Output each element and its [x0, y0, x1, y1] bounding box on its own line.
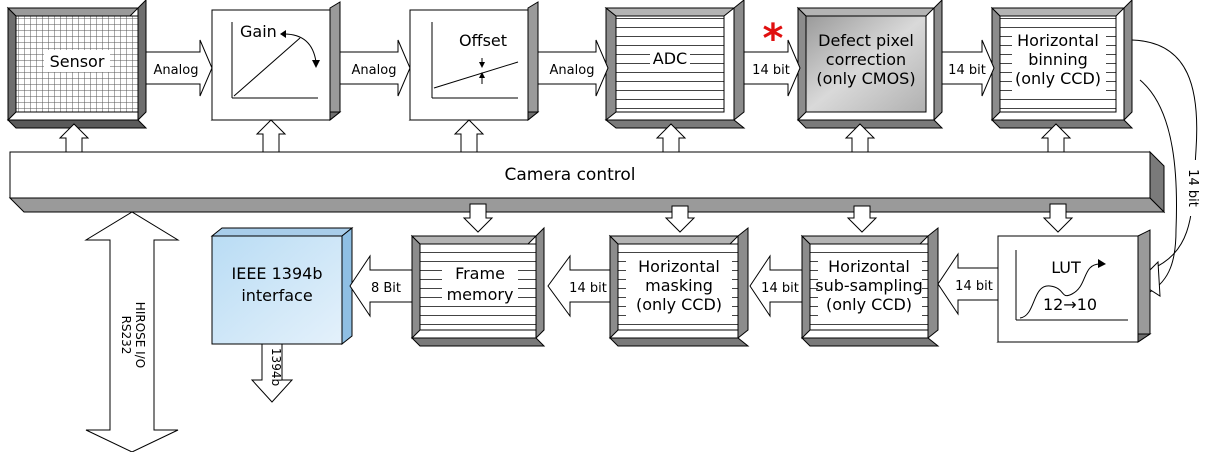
lut-conversion-label: 12→10	[1043, 295, 1097, 314]
horizontal-masking-block: Horizontal masking (only CCD)	[608, 226, 750, 347]
analog-label-3: Analog	[550, 63, 595, 78]
bit-label-defect: 14 bit	[948, 63, 986, 78]
arrow-sensor-gain: Analog	[145, 39, 213, 97]
ieee-line-1: IEEE 1394b	[231, 264, 322, 283]
hbinning-line-2: binning	[1028, 50, 1088, 69]
ieee-1394b-interface-block: IEEE 1394b interface	[210, 226, 354, 346]
asterisk-marker: *	[763, 16, 784, 62]
hmask-line-1: Horizontal	[638, 257, 720, 276]
bit-label-sub: 14 bit	[761, 281, 799, 296]
lut-block: LUT 12→10	[996, 229, 1152, 343]
hsub-line-1: Horizontal	[828, 257, 910, 276]
hsub-line-3: (only CCD)	[826, 295, 912, 314]
hsub-line-2: sub-sampling	[815, 276, 922, 295]
bit-label-adc: 14 bit	[752, 63, 790, 78]
frame-line-2: memory	[447, 285, 514, 304]
defect-line-1: Defect pixel	[818, 31, 914, 50]
gain-label: Gain	[240, 22, 277, 41]
hmask-line-3: (only CCD)	[636, 295, 722, 314]
analog-label-1: Analog	[154, 63, 199, 78]
camera-control-bar: Camera control	[8, 150, 1166, 214]
bit-label-mask: 14 bit	[569, 281, 607, 296]
lut-label: LUT	[1051, 258, 1081, 277]
horizontal-subsampling-block: Horizontal sub-sampling (only CCD)	[800, 226, 940, 347]
camera-control-label: Camera control	[504, 165, 635, 185]
output-1394b-label: 1394b	[269, 348, 283, 386]
gain-block: Gain	[210, 1, 342, 122]
defect-line-3: (only CMOS)	[816, 69, 915, 88]
adc-label: ADC	[653, 49, 687, 68]
ieee-output-arrow: 1394b	[250, 343, 294, 403]
arrow-frame-ieee: 8 Bit	[349, 254, 413, 318]
arrow-lut-sub: 14 bit	[937, 252, 999, 316]
offset-label: Offset	[459, 31, 507, 50]
hbinning-line-1: Horizontal	[1017, 31, 1099, 50]
hirose-label: HIROSE I/O	[133, 302, 147, 368]
control-down-arrows	[462, 203, 1074, 233]
arrow-sub-mask: 14 bit	[749, 254, 803, 318]
horizontal-binning-block: Horizontal binning (only CCD)	[990, 0, 1134, 129]
bit-label-8: 8 Bit	[371, 281, 401, 296]
hirose-rs232-double-arrow: HIROSE I/O RS232	[84, 211, 180, 453]
arrow-defect-binning: 14 bit	[941, 39, 995, 97]
sensor-block: Sensor	[6, 0, 148, 129]
control-up-arrows	[58, 119, 1072, 153]
arrow-offset-adc: Analog	[537, 39, 609, 97]
frame-line-1: Frame	[455, 264, 505, 283]
hbinning-line-3: (only CCD)	[1015, 69, 1101, 88]
bit-label-side: 14 bit	[1185, 169, 1200, 207]
sensor-label: Sensor	[50, 52, 105, 71]
bit-label-lut: 14 bit	[955, 279, 993, 294]
analog-label-2: Analog	[352, 63, 397, 78]
arrow-mask-frame: 14 bit	[547, 254, 611, 318]
frame-memory-block: Frame memory	[410, 226, 546, 347]
hmask-line-2: masking	[645, 276, 713, 295]
defect-line-2: correction	[826, 50, 906, 69]
arrow-adc-defect: 14 bit	[743, 39, 801, 97]
offset-block: Offset	[408, 1, 540, 122]
defect-pixel-correction-block: Defect pixel correction (only CMOS)	[796, 0, 944, 129]
adc-block: ADC	[604, 0, 746, 129]
arrow-gain-offset: Analog	[339, 39, 411, 97]
ieee-line-2: interface	[241, 286, 312, 305]
rs232-label: RS232	[119, 316, 133, 355]
